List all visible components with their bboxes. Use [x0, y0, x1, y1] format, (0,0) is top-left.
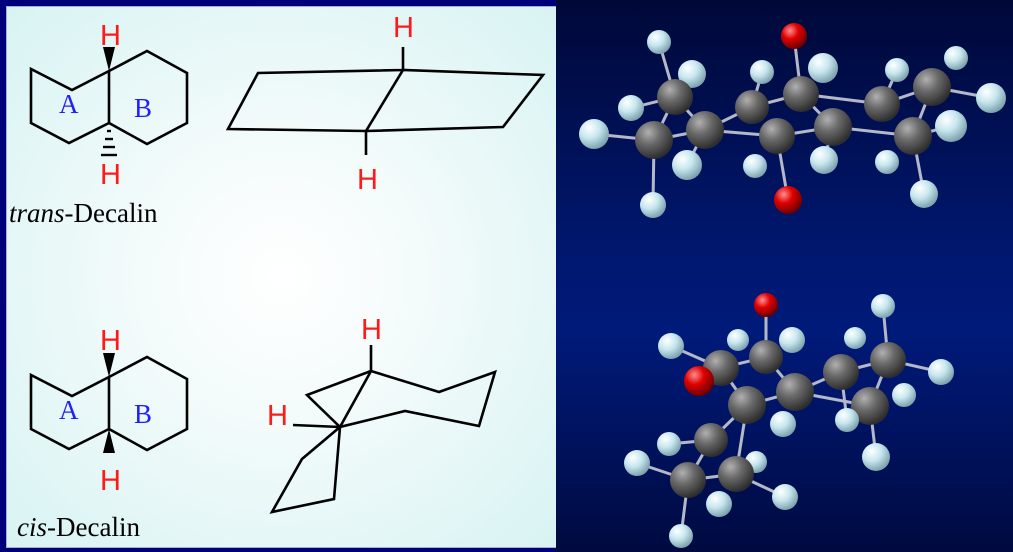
cis-decalin-skeletal: H H A B [29, 325, 189, 497]
cis-h-bottom: H [100, 465, 121, 497]
cis-h-top: H [100, 325, 121, 357]
trans-model-atoms [579, 23, 1006, 218]
cis-model-atoms [624, 293, 954, 548]
trans-wedge-bond [103, 47, 115, 71]
trans-ring-b-label: B [134, 93, 152, 123]
cis-ring-b [108, 355, 189, 452]
cis-decalin-caption: cis-Decalin [17, 512, 140, 543]
cis-decalin-model [624, 293, 954, 548]
ball-and-stick-models [579, 23, 1006, 548]
trans-hash-bond [101, 129, 117, 157]
cis-chair-h-bond-left [292, 423, 341, 429]
cis-ring-b-label: B [134, 399, 152, 429]
trans-decalin-chair: H H [225, 12, 546, 196]
trans-decalin-caption: trans-Decalin [9, 198, 157, 229]
cis-chair-rings [269, 369, 497, 514]
cis-chair-h-left: H [267, 400, 288, 432]
cis-suffix: -Decalin [47, 512, 140, 542]
structures-drawing: H H A B H H H H A B H [29, 12, 546, 514]
trans-h-top: H [100, 20, 121, 52]
trans-h-bottom: H [100, 159, 121, 191]
cis-decalin-chair: H H [267, 314, 497, 514]
trans-model-bonds [593, 35, 992, 206]
trans-ring-a-label: A [59, 89, 79, 119]
trans-decalin-model [579, 23, 1006, 218]
cis-chair-h-top: H [361, 314, 382, 346]
trans-ring-b [108, 49, 189, 146]
trans-prefix: trans [9, 198, 65, 228]
cis-wedge-bond-top [103, 353, 115, 377]
trans-suffix: -Decalin [64, 198, 158, 228]
trans-chair-rings [225, 68, 546, 133]
trans-decalin-skeletal: H H A B [29, 20, 189, 191]
structure-panel: H H A B H H H H A B H [6, 6, 557, 548]
cis-prefix: cis [17, 512, 47, 542]
cis-ring-a-label: A [59, 395, 79, 425]
trans-chair-h-top: H [393, 12, 414, 44]
molecular-models-panel [556, 0, 1013, 552]
cis-wedge-bond-bottom [103, 429, 115, 453]
trans-chair-h-bottom: H [357, 164, 378, 196]
